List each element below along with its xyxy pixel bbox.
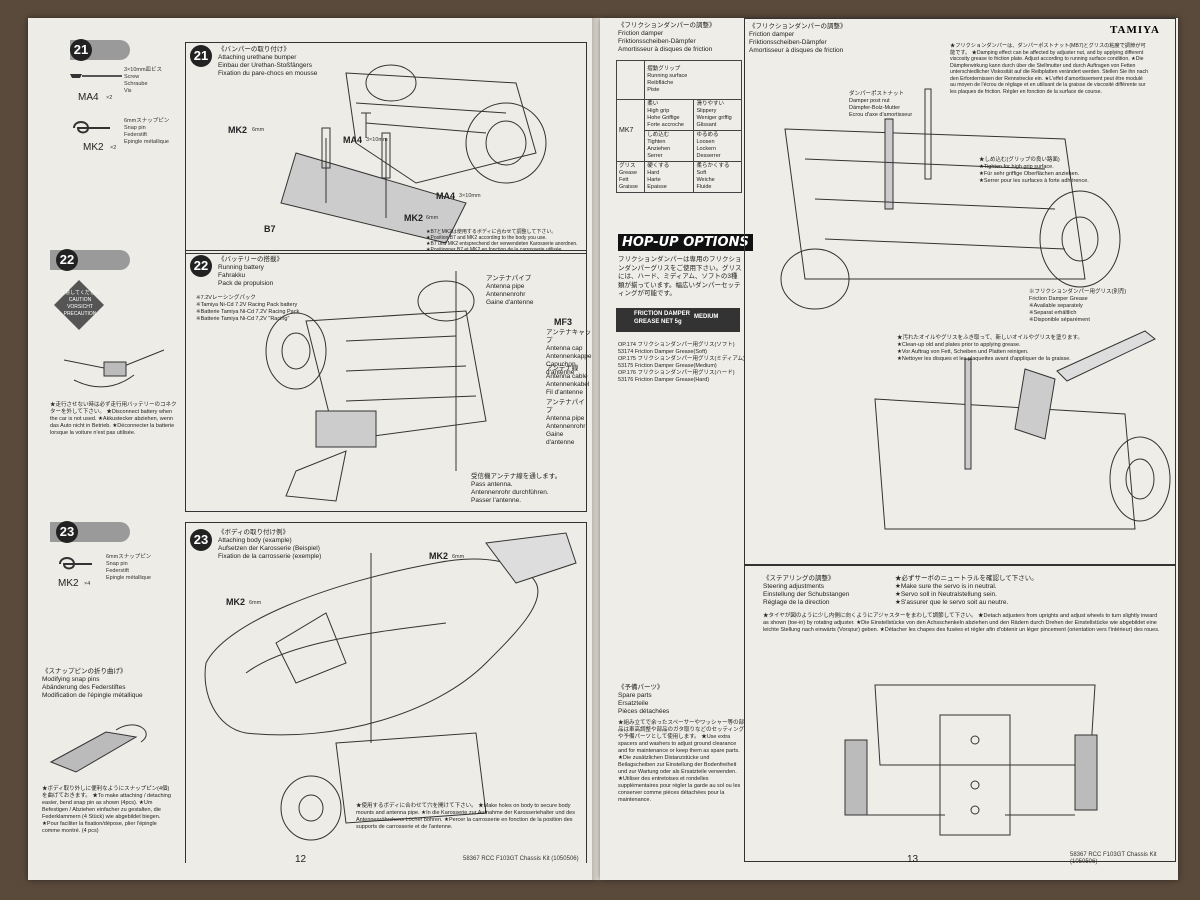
step22-panel: 22 《バッテリーの搭載》 Running battery Fahrakku P… [185,250,592,512]
step22-battery: ※7.2Vレーシングパック ※Tamiya Ni-Cd 7.2V Racing … [196,295,300,322]
steering-toe-note: ★タイヤが図のように少し内側に向くようにアジャスターをまわして調節して下さい。 … [763,613,1160,633]
caution-note: ★走行させない時は必ず走行用バッテリーのコネクターを外して下さい。 ★Disco… [50,402,177,436]
hopup-text: フリクションダンパーは専用のフリクションダンパーグリスをご使用下さい。グリスには… [618,256,742,297]
step22-mf3: MF3 [554,317,572,327]
table-header: 摺動グリップ Running surface Reibfläche Piste [644,60,742,100]
damper-grease-label: ※フリクションダンパー用グリス(別売) Friction Damper Grea… [1029,289,1127,323]
step23-number: 23 [190,529,212,551]
step23-panel: 23 《ボディの取り付け例》 Attaching body (example) … [185,522,587,863]
table-cell: 柔らかくする Soft Weiche Fluide [693,161,742,193]
step22-title: 《バッテリーの搭載》 Running battery Fahrakku Pack… [218,256,283,287]
damper-post-nut: ダンパーポストナット Damper post nut Dämpfer-Bolz-… [849,91,913,118]
step22-antenna-pipe: アンテナパイプ Antenna pipe Antennenrohr Gaine … [486,275,534,306]
step21-panel: 21 《バンパーの取り付け》 Attaching urethane bumper… [185,42,587,254]
table-cell [615,60,646,100]
snap-modify-title: 《スナップピンの折り曲げ》 Modifying snap pins Abände… [42,668,143,699]
step23-body-drawing [204,532,577,841]
step21-mk2-top: MK2 [228,125,248,135]
table-row: 摺動グリップ Running surface Reibfläche Piste [615,60,742,100]
step21-mk2-bottom: MK2 [404,213,424,223]
left-page-number: 12 [295,854,307,865]
grease-tube-label: FRICTION DAMPER GREASE NET 5g [634,311,690,325]
step23-body-note: ★使用するボディに合わせて穴を開けて下さい。 ★Make holes on bo… [356,803,575,830]
part-ma4-desc: 3×10mm皿ビス Screw Schraube Vis [124,67,163,94]
right-page-number: 13 [907,854,919,865]
step23-mk2-b-size: 6mm [452,554,465,560]
table-cell: 柔い High grip Hohe Griffige Forte accroch… [644,99,695,131]
left-footer: 58367 RCC F103GT Chassis Kit (1050506) [463,856,579,862]
step21-mk2-top-size: 6mm [252,127,265,133]
grease-tube: FRICTION DAMPER GREASE NET 5g MEDIUM [616,308,740,332]
steering-servo-note: ★必ずサーボのニュートラルを確認して下さい。 ★Make sure the se… [895,575,1038,606]
step21-ma4-bottom-size: 3×10mm [459,193,481,199]
damper-drawing [780,88,1171,530]
part-mk2-name: MK2 [83,142,104,153]
steering-drawing [844,684,1098,836]
part-mk2-desc: 6mmスナップピン Snap pin Federstift Epingle mé… [124,118,170,145]
caution-icon [54,280,104,330]
step22-antenna-cap: アンテナキャップ Antenna cap Antennenkappe Capuc… [546,329,592,376]
step23-sidebar-number: 23 [56,521,78,543]
table-cell: グリス Grease Fett Graisse [615,161,646,193]
step22-receiver-note: 受信機アンテナ線を通します。 Pass antenna. Antennenroh… [471,473,562,504]
steering-panel: 《ステアリングの調整》 Steering adjustments Einstel… [744,564,1176,862]
part-ma4-name: MA4 [78,92,99,103]
step22-antenna-pipe2: アンテナパイプ Antenna pipe Antennenrohr Gaine … [546,399,586,446]
caution-text: 注意してください CAUTION VORSICHT PRECAUTION [60,290,100,317]
step21-title: 《バンパーの取り付け》 Attaching urethane bumper Ei… [218,46,318,77]
step22-drawing [265,271,487,502]
step21-sidebar-number: 21 [70,39,92,61]
right-page: TAMIYA 《フリクションダンパーの調整》 Friction damper F… [600,18,1178,880]
step22-sidebar-number: 22 [56,249,78,271]
snap-pin-icon [73,121,110,134]
table-cell: 滑りやすい Slippery Weniger griffig Glissant [693,99,742,131]
step23-part-qty: ×4 [84,581,91,587]
step23-mk2-a-size: 6mm [249,600,262,606]
damper-title: 《フリクションダンパーの調整》 Friction damper Friktion… [749,23,847,54]
snap-modify-drawing [49,724,147,773]
friction-table: 摺動グリップ Running surface Reibfläche Piste … [615,60,742,193]
spare-title: 《予備パーツ》 Spare parts Ersatzteile Pièces d… [618,684,670,715]
step22-antenna-wire: アンテナ線 Antenna cable Antennenkabel Fil d'… [546,365,590,396]
left-page: 21 MA4 ×2 3×10mm皿ビス Screw Schraube Vis M… [28,18,596,880]
friction-table-title: 《フリクションダンパーの調整》 Friction damper Friktion… [618,22,716,53]
table-cell: しめ込む Tighten Anziehen Serrer [644,130,695,162]
step21-ma4-mid: MA4 [343,135,363,145]
table-cell: MK7 [615,99,646,162]
snap-modify-note: ★ボディ取り外しに便利なようにスナップピン(4個)を曲げておきます。 ★To m… [42,786,171,834]
step21-ma4-mid-size: 3×10mm [366,137,388,143]
step21-mk2-bottom-size: 6mm [426,215,439,221]
step23-part-name: MK2 [58,578,79,589]
step21-b7: B7 [264,224,276,234]
damper-clean-note: ★汚れたオイルやグリスをふき取って、新しいオイルやグリスを塗ります。 ★Clea… [897,335,1083,362]
tamiya-logo: TAMIYA [1110,24,1161,36]
step23-mk2-a: MK2 [226,597,246,607]
screw-icon [70,74,122,78]
hopup-items: OP.174 フリクションダンパー用グリス(ソフト) 53174 Frictio… [618,342,745,383]
step21-drawing [280,64,547,244]
step23-title: 《ボディの取り付け例》 Attaching body (example) Auf… [218,529,322,560]
snap-pin-icon-23 [59,557,92,570]
steering-title: 《ステアリングの調整》 Steering adjustments Einstel… [763,575,850,606]
damper-panel: 《フリクションダンパーの調整》 Friction damper Friktion… [744,18,1176,566]
table-cell: ゆるめる Loosen Lockern Desserrer [693,130,742,162]
step23-mk2-b: MK2 [429,551,449,561]
part-ma4-qty: ×2 [106,95,113,101]
step21-ma4-bottom: MA4 [436,191,456,201]
spare-text: ★組み立てで余ったスペーサーやワッシャー等の部品は車高調整や部品のガタ取りなどの… [618,720,745,803]
step21-number: 21 [190,45,212,67]
grease-tube-grade: MEDIUM [694,314,719,320]
hopup-logo: HOP-UP OPTIONS [618,234,753,251]
table-cell: 硬くする Hard Harte Epaisse [644,161,695,193]
damper-tighten: ★しめ込む(グリップの良い路面) ★Tighten for high grip … [979,157,1089,184]
right-footer: 58367 RCC F103GT Chassis Kit (1050506) [1070,852,1157,865]
step22-number: 22 [190,255,212,277]
step23-part-desc: 6mmスナップピン Snap pin Federstift Epingle mé… [106,554,152,581]
part-mk2-qty: ×2 [110,145,117,151]
battery-connector-drawing [63,349,165,388]
damper-desc: ★フリクションダンパーは、ダンパーポストナット(MB7)とグリスの粘度で調節が可… [950,43,1149,95]
